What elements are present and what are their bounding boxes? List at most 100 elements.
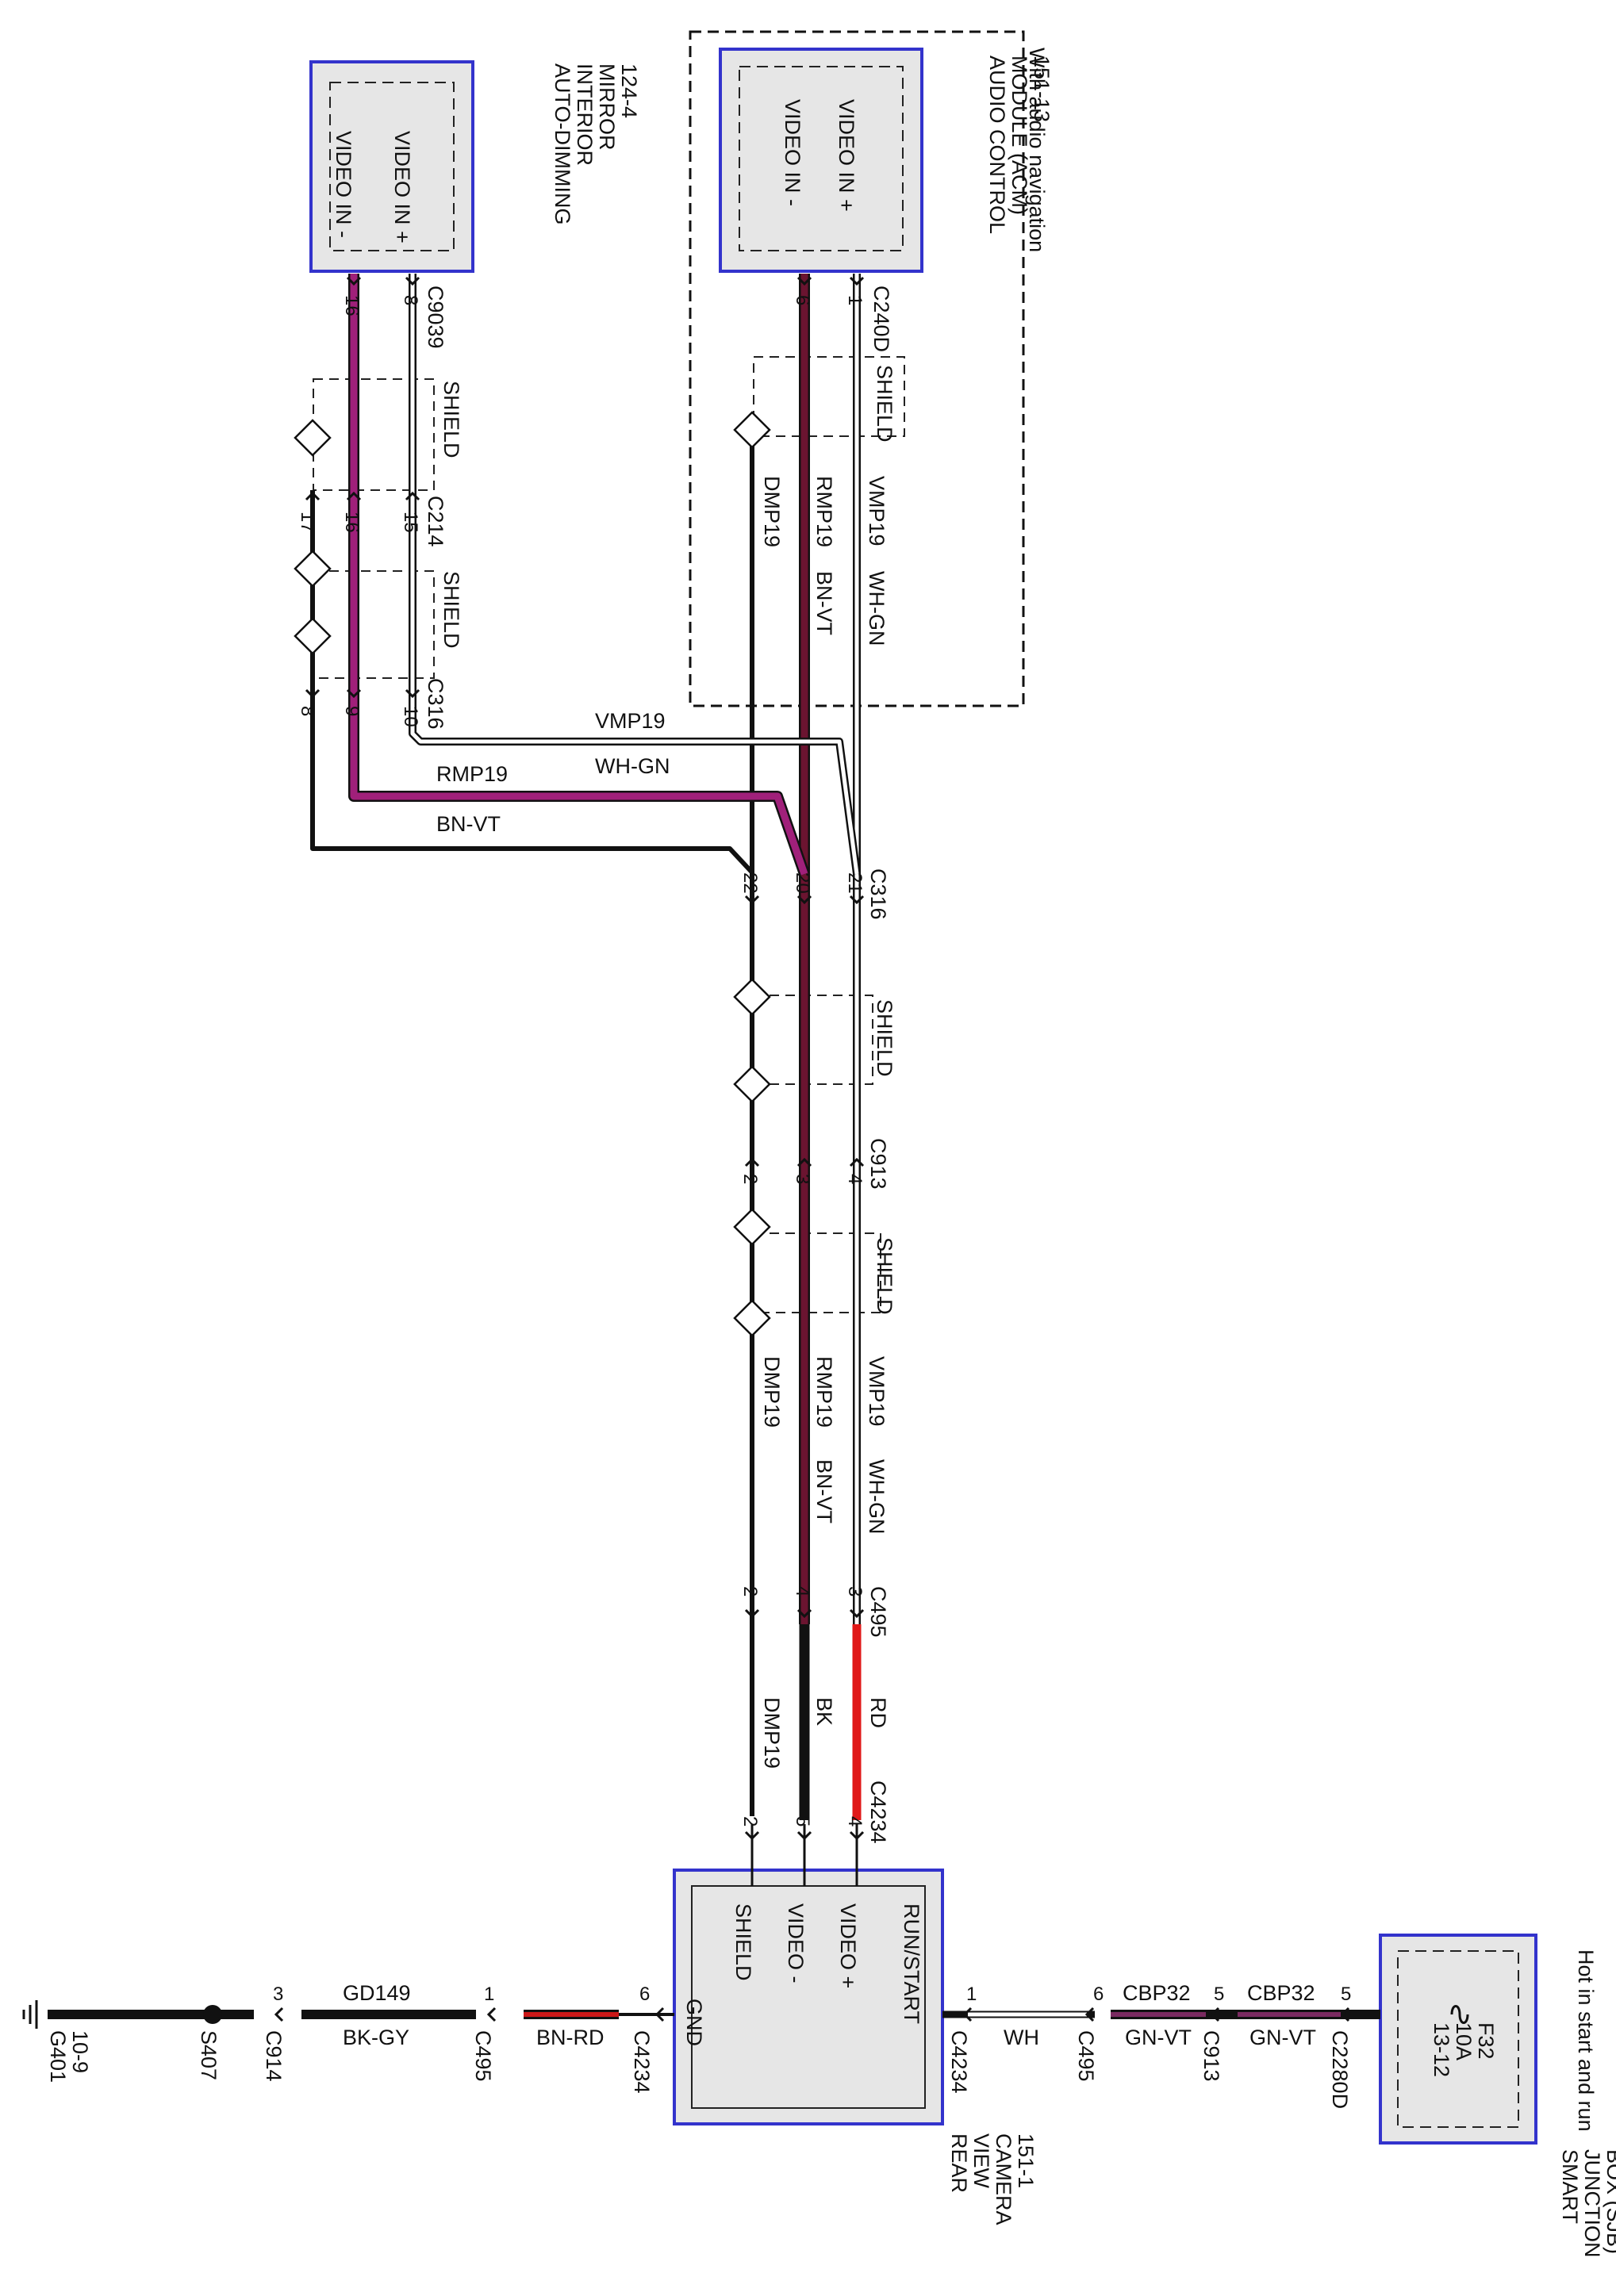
pin-mir_p8: 8 (400, 295, 421, 305)
pin-c495_3: 3 (844, 1586, 866, 1596)
mirror-name: AUTO-DIMMINGINTERIORMIRROR124-4 (551, 63, 641, 225)
camera-pin-run-start: RUN/START (900, 1903, 923, 2024)
pin-c913_4: 4 (844, 1174, 866, 1184)
pin-c913_3: 3 (792, 1174, 813, 1184)
connector-c240d: C240D (869, 286, 893, 352)
connector-c914: C914 (262, 2030, 286, 2082)
ground-g401-label: G40110-9 (46, 2030, 92, 2083)
pin-c495_2: 2 (739, 1586, 761, 1596)
wire-runs (48, 274, 1380, 2019)
connector-c316a: C316 (424, 678, 447, 730)
connector-c495a: C495 (866, 1586, 890, 1638)
pin-c495_1: 1 (484, 1984, 494, 2005)
mirror-pin-video-in-plus: VIDEO IN + (390, 131, 414, 243)
shield-label-4: SHIELD (873, 999, 896, 1077)
wire-bnvt-upper: BN-VT (812, 571, 836, 635)
wire-bkgy: BK-GY (343, 2026, 409, 2049)
camera-pin-video-minus: VIDEO - (784, 1903, 808, 1984)
ground-g401-symbol (22, 2000, 38, 2029)
pin-acm_p1: 1 (844, 295, 866, 305)
wire-rmp19-upper: RMP19 (812, 476, 836, 547)
pin-cam_4: 4 (844, 1816, 866, 1826)
wire-vmp19-upper: VMP19 (865, 476, 889, 546)
pin-c914_3: 3 (273, 1984, 283, 2005)
pin-c913_2: 2 (739, 1174, 761, 1184)
fuse-rating: 10A (1452, 2022, 1476, 2060)
shield-label-1: SHIELD (873, 365, 896, 443)
wire-dmp19-lower: DMP19 (760, 1356, 784, 1428)
pin-c316_21: 21 (844, 872, 866, 894)
acm-pin-video-in-minus: VIDEO IN - (781, 99, 804, 206)
connector-c4234c: C4234 (630, 2030, 654, 2094)
wire-gd149: GD149 (343, 1981, 411, 2005)
wire-rd: RD (866, 1697, 890, 1728)
pin-c316_22: 22 (739, 872, 761, 894)
pin-acm_p6: 6 (792, 295, 813, 305)
wire-wh-horizontal: WH (1004, 2026, 1039, 2049)
pin-cam_6: 6 (639, 1984, 650, 2005)
connector-c4234a: C4234 (866, 1780, 890, 1844)
fuse-symbol (1450, 2005, 1469, 2024)
acm-name: AUDIO CONTROLMODULE (ACM)151-13 (985, 56, 1054, 234)
wire-whgn-lower: WH-GN (865, 1459, 889, 1534)
connector-c495b: C495 (1074, 2030, 1098, 2082)
connector-c316b: C316 (866, 868, 890, 920)
pin-c495_6: 6 (1093, 1984, 1104, 2005)
pin-c214_15: 15 (400, 512, 421, 533)
fuse-label: F32 (1474, 2022, 1498, 2060)
splice-s407 (203, 2005, 222, 2024)
camera-pin-shield: SHIELD (731, 1903, 755, 1981)
wire-dmp19-upper: DMP19 (760, 476, 784, 547)
pin-c214_17: 17 (297, 512, 318, 533)
wire-cbp32-b: CBP32 (1247, 1981, 1315, 2005)
wire-bnvt-horizontal: BN-VT (436, 812, 501, 836)
shield-label-3: SHIELD (440, 571, 463, 649)
camera-pin-gnd: GND (682, 1999, 706, 2046)
shield-label-5: SHIELD (873, 1237, 896, 1315)
wire-dmp19-bottom: DMP19 (760, 1697, 784, 1769)
pin-c214_16: 16 (341, 512, 363, 533)
acm-pin-video-in-plus: VIDEO IN + (835, 99, 858, 212)
pin-c316_10: 10 (400, 706, 421, 727)
wire-whgn-upper: WH-GN (865, 571, 889, 646)
pin-c495_4: 4 (792, 1586, 813, 1596)
shield-label-2: SHIELD (440, 381, 463, 458)
mirror-module (309, 60, 474, 273)
sjb-name: SMARTJUNCTIONBOX (SJB)11-3 (1558, 2149, 1616, 2258)
pin-sjb_5: 5 (1341, 1984, 1351, 2005)
pin-c316_20: 20 (792, 872, 813, 894)
splice-s407-label: S407 (197, 2030, 221, 2080)
wire-cbp32-a: CBP32 (1123, 1981, 1191, 2005)
sjb-module (1379, 1934, 1537, 2145)
mirror-pin-video-in-minus: VIDEO IN - (332, 131, 355, 238)
audio-navigation-label: With audio navigation (1025, 48, 1049, 252)
wire-gnvt-b: GN-VT (1249, 2026, 1316, 2049)
sjb-condition: Hot in start and run (1574, 1949, 1598, 2132)
connector-c495c: C495 (471, 2030, 495, 2082)
pin-c316_9: 9 (341, 706, 363, 716)
fuse-ref: 13-12 (1430, 2022, 1453, 2077)
connector-marks (274, 276, 1350, 2022)
wire-bk: BK (812, 1697, 836, 1726)
wire-rmp19-horizontal: RMP19 (436, 762, 508, 786)
pin-c913_5: 5 (1214, 1984, 1224, 2005)
connector-c913b: C913 (1200, 2030, 1223, 2082)
acm-module (719, 48, 923, 273)
pin-cam_5: 5 (792, 1816, 813, 1826)
pin-c316_8: 8 (297, 706, 318, 716)
connector-c913a: C913 (866, 1138, 890, 1190)
wire-vmp19-lower: VMP19 (865, 1356, 889, 1427)
connector-c214: C214 (424, 496, 447, 547)
connector-c4234b: C4234 (947, 2030, 971, 2094)
wire-bnrd: BN-RD (536, 2026, 605, 2049)
drain-symbols (294, 411, 771, 1337)
connector-c2280d: C2280D (1328, 2030, 1352, 2109)
pin-cam_2: 2 (739, 1816, 761, 1826)
wire-bnvt-lower: BN-VT (812, 1459, 836, 1524)
camera-pin-video-plus: VIDEO + (836, 1903, 860, 1988)
connector-c9039: C9039 (424, 286, 447, 349)
pin-mir_p16: 16 (341, 295, 363, 316)
